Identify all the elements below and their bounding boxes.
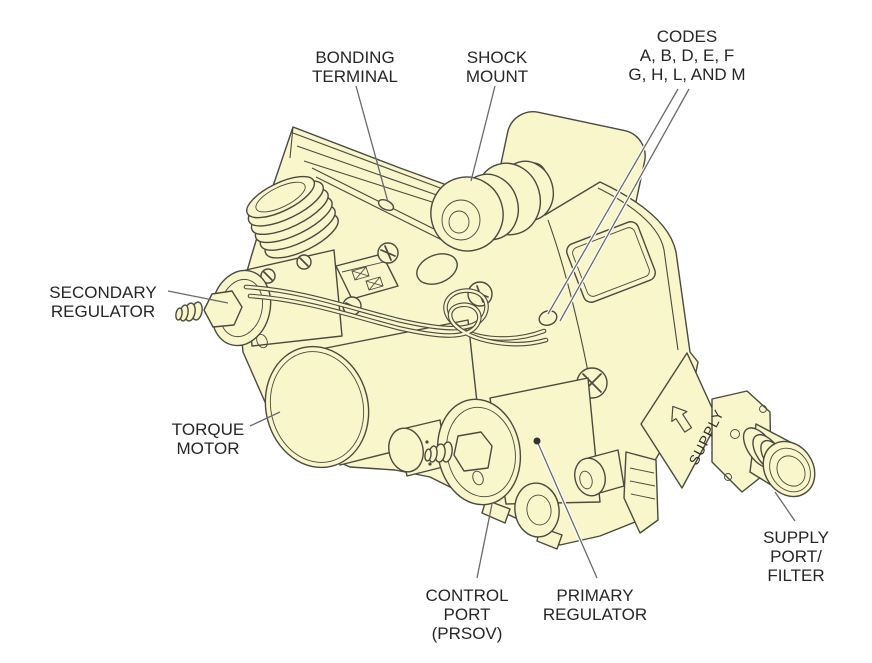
label-primary-regulator: PRIMARY REGULATOR: [543, 586, 647, 624]
leader-control-port: [476, 503, 493, 579]
housing-edges: [289, 126, 679, 383]
label-line: PORT/: [770, 547, 822, 566]
label-line: MOUNT: [465, 67, 529, 86]
shock-mount: [416, 160, 555, 285]
leader-supply-port: [774, 491, 796, 522]
label-line: PORT: [443, 605, 491, 624]
small-valve: [388, 419, 448, 477]
label-torque-motor: TORQUE MOTOR: [172, 420, 244, 458]
label-bonding-terminal: BONDING TERMINAL: [312, 48, 398, 86]
label-secondary-regulator: SECONDARY REGULATOR: [49, 283, 156, 321]
label-line: REGULATOR: [50, 302, 156, 321]
primary-regulator: [424, 377, 601, 506]
primary-regulator-target-dot: [533, 437, 541, 445]
label-line: TORQUE: [171, 420, 245, 439]
connector-block: [335, 253, 399, 300]
label-control-port: CONTROL PORT (PRSOV): [425, 586, 508, 643]
leader-shock-mount: [470, 85, 496, 182]
wire-harness: [243, 284, 558, 347]
label-line: BONDING: [315, 48, 395, 67]
leader-bonding-terminal: [355, 85, 389, 203]
control-port: [514, 482, 560, 538]
label-codes: CODES A, B, D, E, F G, H, L, AND M: [628, 27, 745, 84]
leader-secondary-regulator: [167, 290, 229, 304]
leader-primary-regulator: [536, 440, 598, 579]
label-line: PRIMARY: [556, 586, 634, 605]
side-boss: [574, 449, 625, 497]
label-line: SECONDARY: [49, 283, 157, 302]
label-line: FILTER: [767, 566, 825, 585]
leader-codes-1: [547, 88, 679, 315]
label-line: SHOCK: [466, 48, 528, 67]
label-line: CODES: [656, 27, 718, 46]
label-line: MOTOR: [176, 439, 240, 458]
mounting-feet: [481, 451, 659, 550]
label-line: SUPPLY: [763, 528, 829, 547]
leader-codes-2: [559, 88, 690, 322]
threaded-cap: [246, 175, 339, 259]
label-line: REGULATOR: [542, 605, 648, 624]
secondary-regulator: [175, 249, 343, 349]
label-line: (PRSOV): [431, 624, 503, 643]
label-supply-port-filter: SUPPLY PORT/ FILTER: [763, 528, 829, 585]
leader-torque-motor: [249, 411, 281, 427]
label-line: G, H, L, AND M: [628, 65, 746, 84]
label-line: A, B, D, E, F: [639, 46, 735, 65]
supply-port-filter: SUPPLY: [640, 352, 816, 498]
leader-lines: [167, 85, 796, 579]
label-shock-mount: SHOCK MOUNT: [466, 48, 528, 86]
label-line: CONTROL: [425, 586, 509, 605]
label-line: TERMINAL: [312, 67, 398, 86]
supply-flow-arrow-icon: [671, 405, 693, 433]
